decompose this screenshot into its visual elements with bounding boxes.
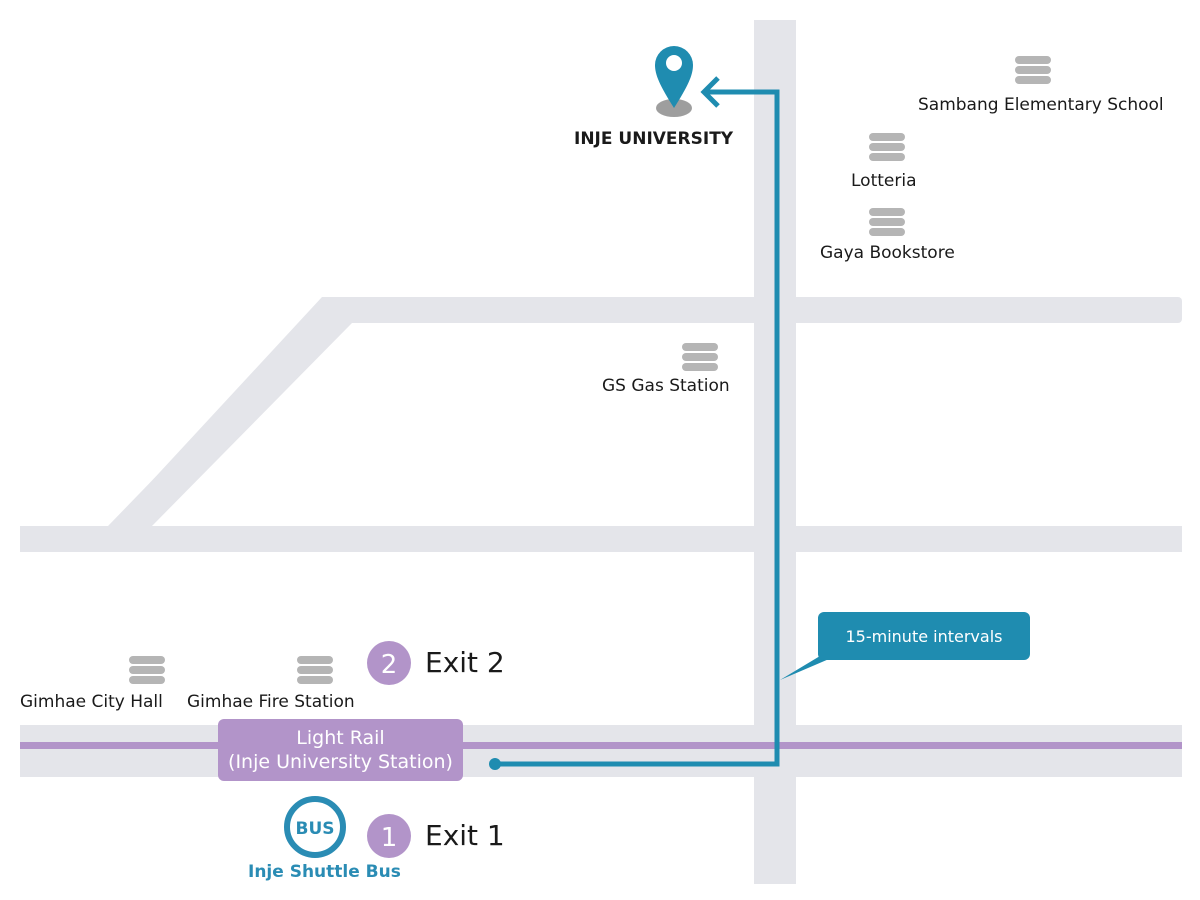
road-middle-horizontal xyxy=(20,526,1182,552)
station-line-1: Light Rail xyxy=(296,727,385,749)
shuttle-route xyxy=(495,76,780,767)
landmark-gaya: Gaya Bookstore xyxy=(820,243,955,263)
exit-1-circle xyxy=(367,814,411,858)
bus-icon xyxy=(284,796,346,858)
station-line-2: (Inje University Station) xyxy=(228,751,453,773)
road-diagonal-overlay xyxy=(110,297,356,526)
interval-callout: 15-minute intervals xyxy=(818,612,1030,660)
road-bottom-horizontal xyxy=(20,725,1182,777)
route-start-dot xyxy=(489,758,501,770)
exit-1-number: 1 xyxy=(381,823,398,853)
exit-2-number: 2 xyxy=(381,650,398,680)
building-icon xyxy=(869,133,905,161)
landmark-firestation: Gimhae Fire Station xyxy=(187,692,355,712)
exit-2-circle xyxy=(367,641,411,685)
exit-2-label: Exit 2 xyxy=(425,646,505,679)
building-icon xyxy=(869,208,905,236)
landmark-sambang: Sambang Elementary School xyxy=(918,95,1164,115)
rail-line xyxy=(20,742,1182,749)
exit-1-label: Exit 1 xyxy=(425,819,505,852)
building-icon xyxy=(129,656,165,684)
bus-badge-text: BUS xyxy=(295,819,334,839)
landmark-lotteria: Lotteria xyxy=(851,171,917,191)
building-icon xyxy=(297,656,333,684)
destination-label: INJE UNIVERSITY xyxy=(574,129,734,149)
shuttle-bus-label: Inje Shuttle Bus xyxy=(248,862,401,882)
landmark-gs: GS Gas Station xyxy=(602,376,730,396)
location-pin-icon xyxy=(655,46,693,117)
landmark-cityhall: Gimhae City Hall xyxy=(20,692,163,712)
building-icon xyxy=(1015,56,1051,84)
building-icon xyxy=(682,343,718,371)
road-top-left-cap xyxy=(330,297,754,323)
light-rail-station-box: Light Rail (Inje University Station) xyxy=(218,719,463,781)
